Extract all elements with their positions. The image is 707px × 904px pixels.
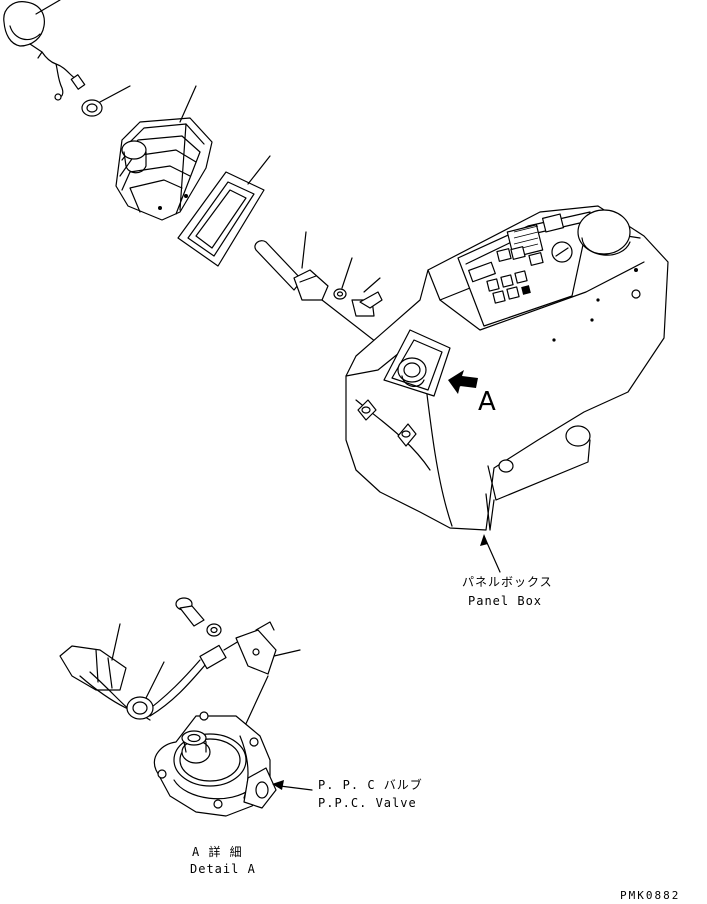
ppc-valve-leader bbox=[272, 780, 313, 791]
view-marker-label: A bbox=[478, 387, 496, 417]
gasket-plate bbox=[177, 155, 271, 267]
ppc-valve-label-en: P.P.C. Valve bbox=[318, 796, 417, 810]
drawing-code: PMK0882 bbox=[620, 889, 680, 902]
detail-a-caption-en: Detail A bbox=[190, 862, 256, 876]
detail-a-ring bbox=[126, 661, 165, 720]
lever-knob bbox=[3, 0, 61, 59]
detail-a-caption-jp: A 詳 細 bbox=[192, 844, 243, 859]
ppc-valve-label-jp: P. P. C バルブ bbox=[318, 777, 423, 792]
lever-rod-bracket bbox=[254, 231, 399, 363]
panel-box-label-en: Panel Box bbox=[468, 594, 542, 608]
knob-wire-harness bbox=[41, 51, 86, 101]
detail-a-bracket bbox=[59, 623, 127, 691]
bolt bbox=[351, 277, 383, 317]
view-arrow-a: A bbox=[448, 370, 496, 417]
panel-box-leader bbox=[480, 534, 501, 573]
detail-a-bolt bbox=[175, 597, 205, 627]
detail-a-clamp-plate bbox=[235, 621, 301, 729]
rubber-boot bbox=[115, 85, 213, 221]
ring-washer bbox=[81, 85, 131, 117]
washer bbox=[333, 257, 353, 300]
ppc-valve bbox=[153, 711, 277, 817]
panel-box-label-jp: パネルボックス bbox=[462, 575, 553, 589]
detail-a-washer bbox=[206, 623, 222, 637]
panel-box bbox=[345, 205, 669, 531]
